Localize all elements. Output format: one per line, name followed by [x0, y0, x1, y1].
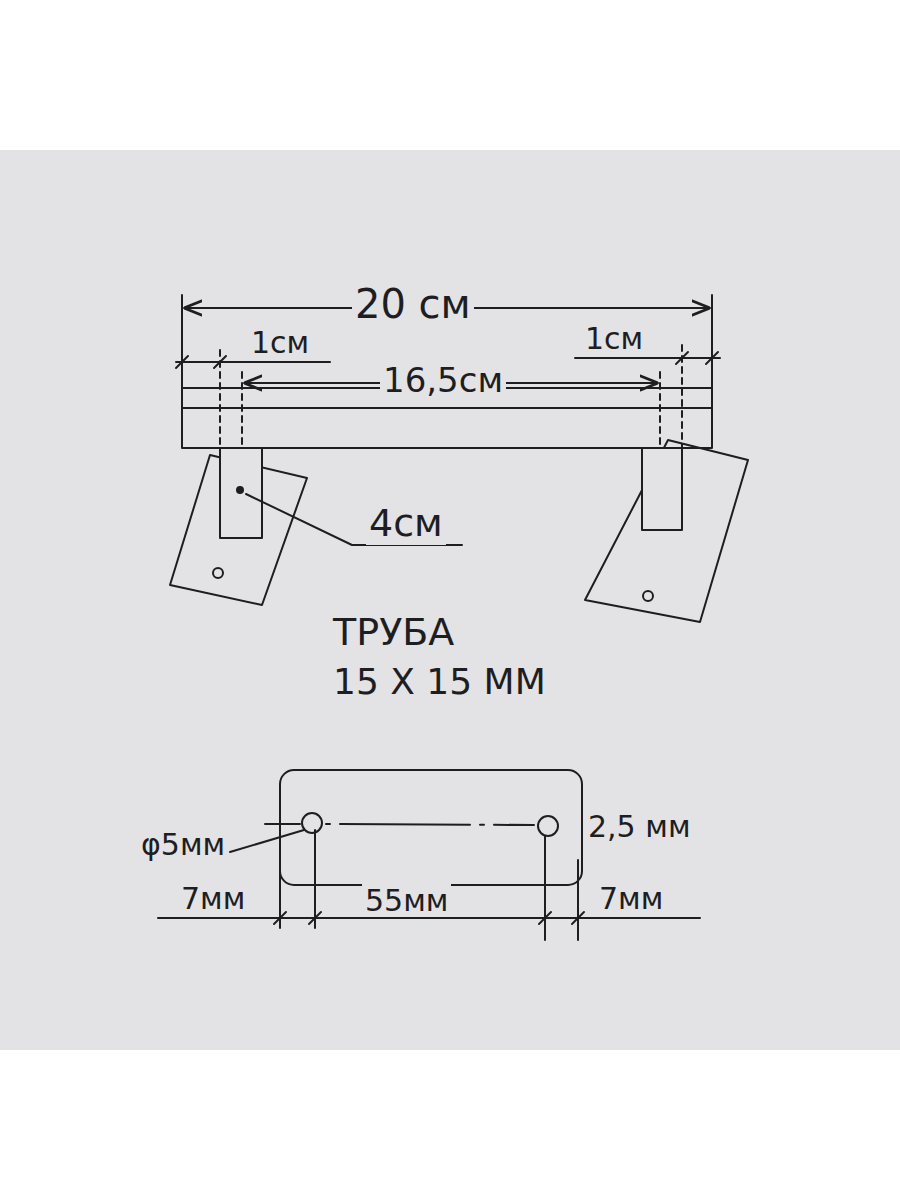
dimension-label: φ5мм	[138, 828, 228, 861]
dimension-label: 4см	[366, 503, 446, 545]
dimension-label: 16,5см	[380, 362, 506, 399]
material-note: ТРУБА	[330, 612, 457, 654]
material-note: 15 Х 15 ММ	[330, 662, 549, 702]
dimension-label: 2,5 мм	[585, 810, 694, 843]
dimension-label: 55мм	[362, 884, 451, 917]
dimension-label: 7мм	[596, 882, 666, 915]
dimension-label: 1см	[248, 326, 312, 359]
dimension-label: 7мм	[178, 882, 248, 915]
dimension-label: 20 см	[352, 282, 474, 326]
dimension-label: 1см	[582, 322, 646, 355]
